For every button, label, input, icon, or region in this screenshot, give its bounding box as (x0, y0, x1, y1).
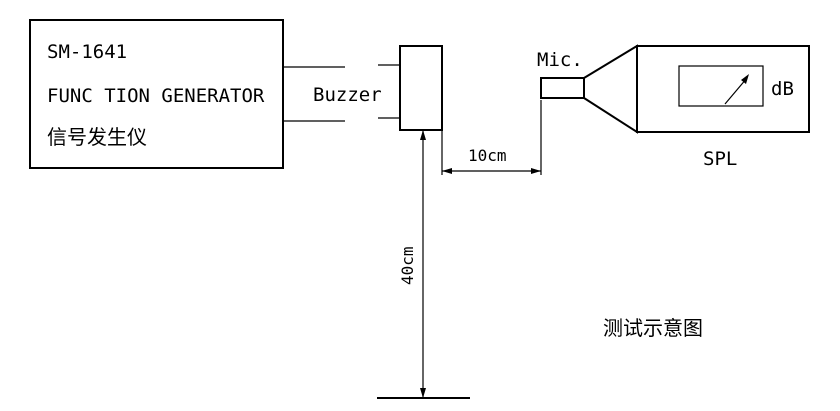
meter-needle-tip (741, 74, 749, 84)
dimension-10cm-arrow-left (442, 168, 452, 174)
dimension-40cm-label: 40cm (398, 246, 417, 285)
dimension-40cm-arrow-top (420, 130, 426, 140)
function-generator-box (29, 19, 284, 169)
dimension-10cm-label: 10cm (468, 146, 507, 165)
spl-label: SPL (703, 148, 737, 170)
generator-model-label: SM-1641 (47, 41, 127, 63)
diagram-caption: 测试示意图 (603, 316, 703, 340)
meter-unit-label: dB (771, 78, 794, 100)
buzzer-body (399, 45, 443, 131)
microphone-tip (540, 77, 585, 99)
generator-chinese-label: 信号发生仪 (47, 125, 147, 149)
mic-label: Mic. (537, 49, 583, 71)
meter-needle (724, 77, 748, 105)
microphone-cone (583, 44, 638, 134)
spl-meter-body (636, 45, 810, 133)
dimension-40cm-arrow-bottom (420, 388, 426, 398)
buzzer-label: Buzzer (313, 84, 382, 106)
generator-name-label: FUNC TION GENERATOR (47, 85, 265, 107)
meter-display (678, 65, 764, 107)
dimension-10cm-arrow-right (531, 168, 541, 174)
